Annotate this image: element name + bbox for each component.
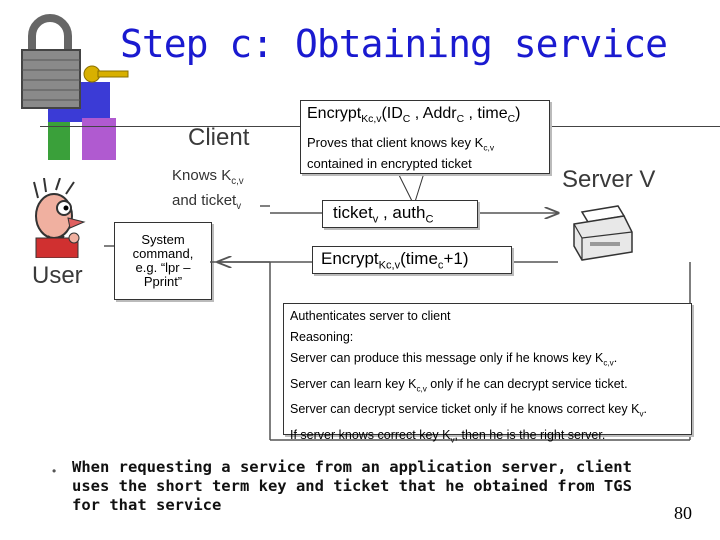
bullet-marker: •: [52, 464, 57, 478]
padlock-key-icon: [21, 14, 129, 109]
callout-encrypt-text: EncryptKc,v(IDC , AddrC , timeC): [307, 105, 521, 126]
client-label: Client: [188, 124, 250, 151]
ticket-auth-message: ticketv , authC: [322, 200, 478, 228]
decor-purple-block: [82, 118, 116, 160]
bullet-text: When requesting a service from an applic…: [72, 458, 632, 514]
server-label: Server V: [562, 166, 656, 193]
encrypt-callout: EncryptKc,v(IDC , AddrC , timeC) Proves …: [300, 100, 550, 174]
encrypted-time-message: EncryptKc,v(timec+1): [312, 246, 512, 274]
authentication-reasoning-box: Authenticates server to client Reasoning…: [283, 303, 692, 444]
user-cartoon-icon: [33, 178, 86, 258]
printer-icon: [573, 205, 633, 261]
client-knowledge: Knows Kc,v and ticketv: [172, 167, 244, 212]
callout-proves-text: Proves that client knows key Kc,v contai…: [307, 135, 495, 171]
decor-green-block: [48, 118, 70, 160]
system-command-box: System command, e.g. “lpr – Pprint”: [114, 222, 212, 300]
user-label: User: [32, 262, 83, 289]
page-title: Step c: Obtaining service: [120, 22, 668, 66]
page-number: 80: [674, 503, 692, 523]
